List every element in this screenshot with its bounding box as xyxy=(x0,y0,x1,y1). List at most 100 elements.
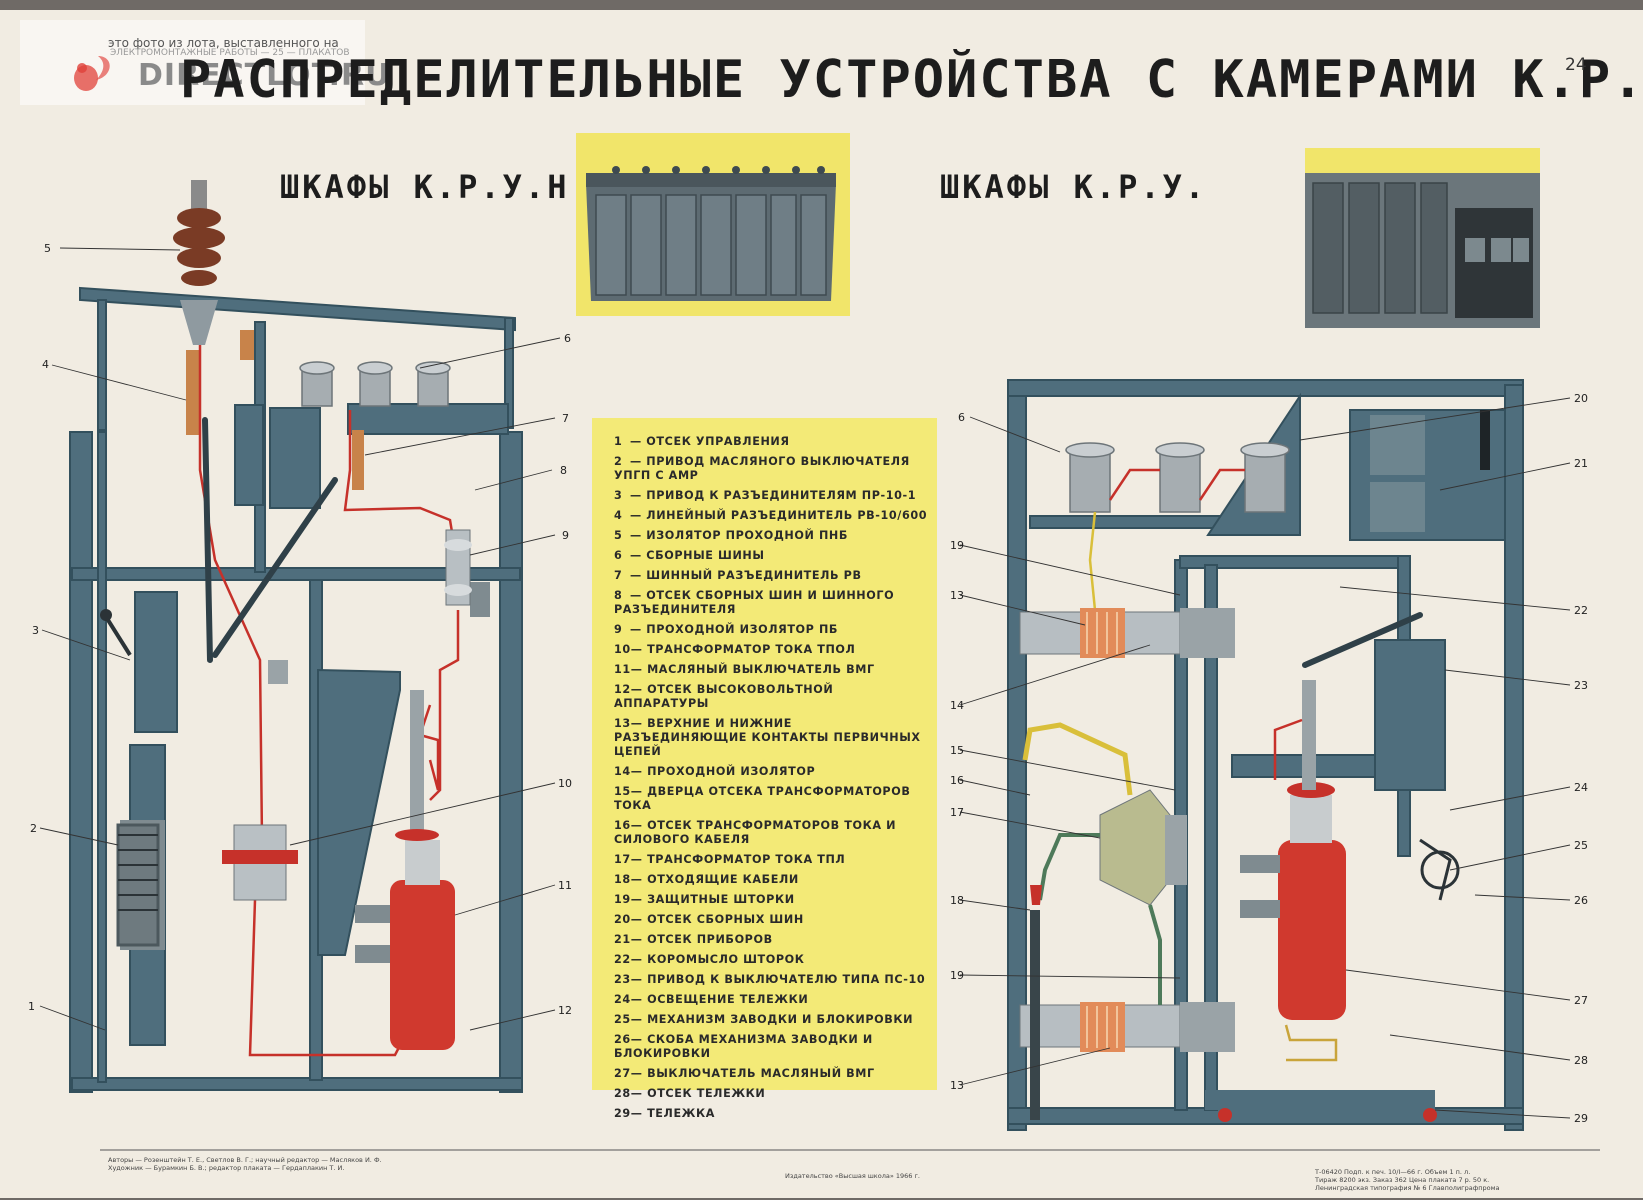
callout-left: 8 xyxy=(560,464,567,477)
legend-item: 5— Изолятор проходной ПНБ xyxy=(614,526,929,546)
legend-item: 19— Защитные шторки xyxy=(614,890,929,910)
legend-item-number: 9 xyxy=(614,623,623,636)
legend-item-text: Привод к выключателю типа ПС-10 xyxy=(647,973,926,986)
oil-breaker-11 xyxy=(355,690,455,1050)
legend-item: 21— Отсек приборов xyxy=(614,930,929,950)
legend-item-separator: — xyxy=(630,1107,648,1120)
callout-left: 7 xyxy=(562,412,569,425)
legend-item-text: Отсек управления xyxy=(646,435,790,448)
legend-item-separator: — xyxy=(630,1087,648,1100)
legend-item-separator: — xyxy=(630,853,648,866)
legend-item-separator: — xyxy=(630,993,648,1006)
callout-right: 26 xyxy=(1574,894,1588,907)
callout-right: 20 xyxy=(1574,392,1588,405)
legend-item-text: Проходной изолятор xyxy=(647,765,816,778)
legend-item-separator: — xyxy=(630,663,648,676)
legend-item-separator: — xyxy=(630,683,648,696)
legend-item-separator: — xyxy=(630,785,648,798)
legend-item: 9— Проходной изолятор ПБ xyxy=(614,620,929,640)
legend-item-number: 29 xyxy=(614,1107,631,1120)
legend-item-number: 19 xyxy=(614,893,631,906)
footer-print-line-3: Ленинградская типография № 6 Главполигра… xyxy=(1315,1184,1500,1192)
legend-item-separator: — xyxy=(630,509,647,522)
legend-item-separator: — xyxy=(630,549,647,562)
lower-primary-contacts-13 xyxy=(1019,1002,1235,1052)
footer-publisher: Издательство «Высшая школа» 1966 г. xyxy=(785,1172,920,1180)
legend-item-number: 10 xyxy=(614,643,631,656)
legend-item-number: 28 xyxy=(614,1087,631,1100)
legend-item: 3— Привод к разъединителям ПР-10-1 xyxy=(614,486,929,506)
legend-item-text: Защитные шторки xyxy=(647,893,795,906)
legend-item-text: Верхние и нижние разъединяющие контакты … xyxy=(614,717,921,758)
callout-right: 14 xyxy=(950,699,964,712)
legend-item: 10— Трансформатор тока ТПОЛ xyxy=(614,640,929,660)
callout-right: 25 xyxy=(1574,839,1588,852)
legend-item-separator: — xyxy=(630,933,648,946)
legend-item: 23— Привод к выключателю типа ПС-10 xyxy=(614,970,929,990)
legend-item: 20— Отсек сборных шин xyxy=(614,910,929,930)
callout-right: 13 xyxy=(950,1079,964,1092)
legend-item: 26— Скоба механизма заводки и блокировки xyxy=(614,1030,929,1064)
watermark-logo-text: DIRECTLOT.RU xyxy=(138,58,391,93)
legend-item-separator: — xyxy=(630,529,647,542)
legend-item-text: Проходной изолятор ПБ xyxy=(646,623,839,636)
kru-busbar-insulators-6 xyxy=(1065,442,1290,513)
legend-item-separator: — xyxy=(630,717,648,730)
kru-cabinet-drawing xyxy=(1007,379,1524,1131)
legend-item-number: 23 xyxy=(614,973,631,986)
watermark-printed-text: ЭЛЕКТРОМОНТАЖНЫЕ РАБОТЫ — 25 — ПЛАКАТОВ xyxy=(110,48,350,58)
legend-item-separator: — xyxy=(630,873,648,886)
callout-right: 24 xyxy=(1574,781,1588,794)
legend-item-separator: — xyxy=(630,893,648,906)
callout-right: 21 xyxy=(1574,457,1588,470)
legend-item: 27— Выключатель масляный ВМГ xyxy=(614,1064,929,1084)
legend-item: 16— Отсек трансформаторов тока и силовог… xyxy=(614,816,929,850)
legend-item-separator: — xyxy=(630,953,648,966)
legend-item-number: 6 xyxy=(614,549,623,562)
legend-item-number: 2 xyxy=(614,455,623,468)
legend-item-text: Выключатель масляный ВМГ xyxy=(647,1067,875,1080)
squirrel-logo-icon xyxy=(74,56,110,91)
legend-item-number: 7 xyxy=(614,569,623,582)
kru-photo xyxy=(1305,148,1540,328)
legend-item-separator: — xyxy=(630,435,647,448)
callout-left: 11 xyxy=(558,879,572,892)
right-callout-numbers: 6 20 21 19 13 22 14 23 15 16 17 24 25 26… xyxy=(950,392,1588,1125)
legend-item-text: Отсек высоковольтной аппаратуры xyxy=(614,683,834,710)
legend-item-text: Трансформатор тока ТПОЛ xyxy=(647,643,856,656)
busbar-insulators-6 xyxy=(299,361,451,407)
legend-item-text: Скоба механизма заводки и блокировки xyxy=(614,1033,873,1060)
legend-item: 12— Отсек высоковольтной аппаратуры xyxy=(614,680,929,714)
legend-item: 29— Тележка xyxy=(614,1104,929,1124)
legend-item-text: Отходящие кабели xyxy=(647,873,799,886)
kru-cabinets-picture xyxy=(1305,173,1540,328)
legend-item: 18— Отходящие кабели xyxy=(614,870,929,890)
legend-item: 17— Трансформатор тока ТПЛ xyxy=(614,850,929,870)
legend-item-text: Привод к разъединителям ПР-10-1 xyxy=(646,489,917,502)
legend-item: 11— Масляный выключатель ВМГ xyxy=(614,660,929,680)
callout-left: 9 xyxy=(562,529,569,542)
legend-item-number: 8 xyxy=(614,589,623,602)
legend-item: 14— Проходной изолятор xyxy=(614,762,929,782)
footer-authors-line-1: Авторы — Розенштейн Т. Е., Светлов В. Г.… xyxy=(108,1156,382,1164)
legend-item-separator: — xyxy=(630,913,648,926)
legend-item-separator: — xyxy=(630,455,647,468)
legend-item-text: Освещение тележки xyxy=(647,993,809,1006)
legend-item-text: Дверца отсека трансформаторов тока xyxy=(614,785,911,812)
legend-item-number: 12 xyxy=(614,683,631,696)
right-heading: ШКАФЫ К.Р.У. xyxy=(940,168,1208,206)
legend-item-separator: — xyxy=(630,489,647,502)
bushing-insulator-5 xyxy=(173,180,225,345)
legend-item-separator: — xyxy=(630,589,647,602)
leader-lines xyxy=(39,247,1571,1119)
legend-item: 4— Линейный разъединитель РВ-10/600 xyxy=(614,506,929,526)
krun-cabinets-picture xyxy=(586,166,836,301)
page-number: 24 xyxy=(1565,55,1587,75)
legend-item-separator: — xyxy=(630,643,648,656)
footer-print-info: Т-06420 Подп. к печ. 10/I—66 г. Объем 1 … xyxy=(1315,1168,1500,1192)
callout-right: 22 xyxy=(1574,604,1588,617)
legend-item-text: Трансформатор тока ТПЛ xyxy=(647,853,846,866)
legend-item-number: 20 xyxy=(614,913,631,926)
watermark-caption: это фото из лота, выставленного на xyxy=(108,36,339,50)
legend-item: 13— Верхние и нижние разъединяющие конта… xyxy=(614,714,929,762)
